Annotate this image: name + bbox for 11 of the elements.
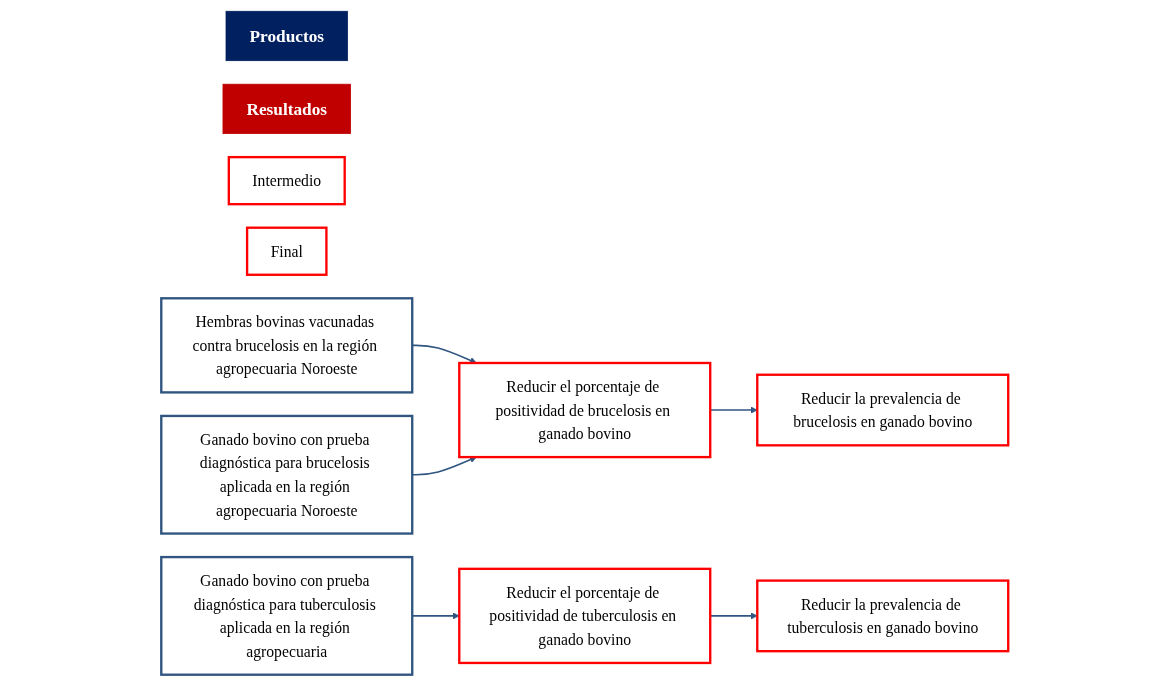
node-box: Resultados bbox=[222, 83, 352, 134]
node-box: Intermedio bbox=[227, 155, 347, 206]
node-box: Final bbox=[246, 226, 328, 276]
node-box: Ganado bovino con prueba diagnóstica para tuberculosis aplicada en la región agropecuaria bbox=[160, 555, 414, 676]
node-box: Hembras bovinas vacunadas contra brucelosis en la región agropecuaria Noroeste bbox=[160, 297, 414, 394]
node-box: Reducir el porcentaje de positividad de tuberculosis en ganado bovino bbox=[458, 567, 712, 665]
node-box: Ganado bovino con prueba diagnóstica para brucelosis aplicada en la región agropecuaria Noroeste bbox=[160, 414, 414, 535]
node-box: Reducir la prevalencia de brucelosis en ganado bovino bbox=[756, 373, 1010, 447]
node-box: Productos bbox=[225, 10, 349, 62]
node-box: Reducir el porcentaje de positividad de brucelosis en ganado bovino bbox=[458, 361, 712, 459]
node-box: Reducir la prevalencia de tuberculosis en ganado bovino bbox=[756, 579, 1010, 653]
